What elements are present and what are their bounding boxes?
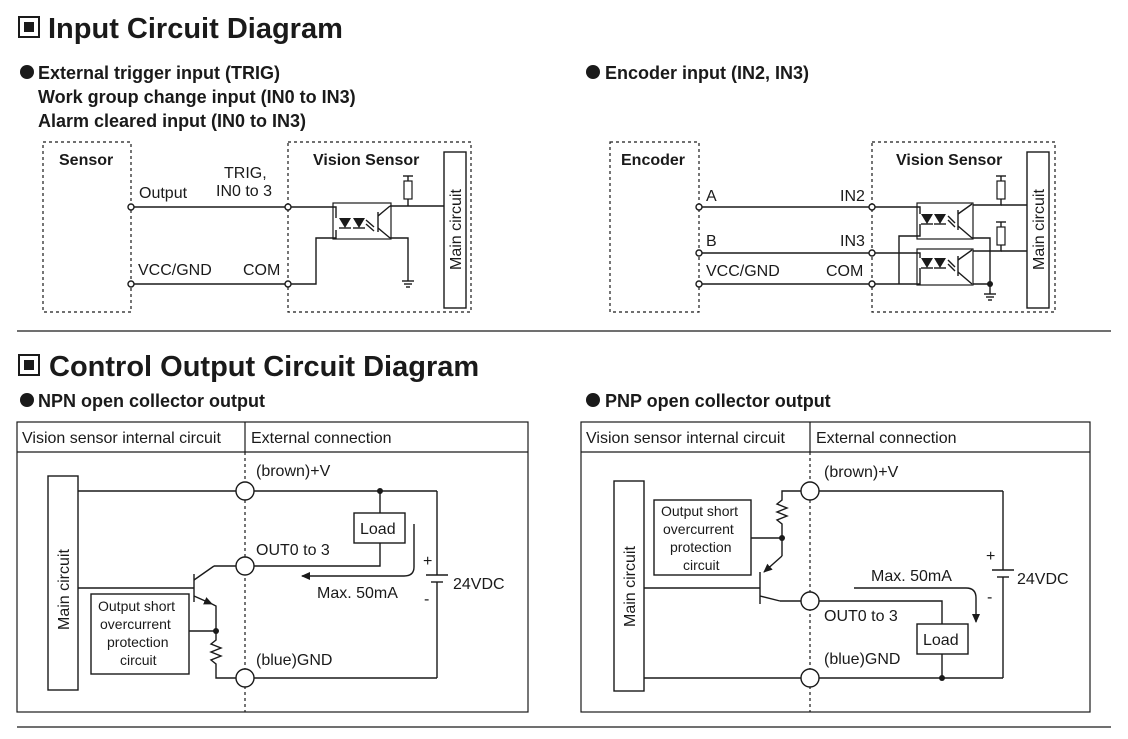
- pnp-protect-3: protection: [670, 539, 731, 555]
- pnp-blue-gnd: (blue)GND: [824, 651, 900, 668]
- pnp-main-circuit-label: Main circuit: [622, 546, 639, 627]
- bullet-encoder: Encoder input (IN2, IN3): [605, 63, 809, 83]
- vcc-gnd-label: VCC/GND: [138, 262, 212, 279]
- pnp-main-circuit-block: [613, 480, 645, 692]
- main-circuit-label-right: Main circuit: [1031, 189, 1048, 270]
- trig-label: TRIG,: [224, 165, 267, 182]
- pnp-gnd-terminal: [800, 668, 820, 688]
- npn-load-box: [353, 512, 406, 544]
- bullet-work-group: Work group change input (IN0 to IN3): [38, 87, 356, 107]
- input-left-circuit: Sensor Vision Sensor Main circuit Output…: [42, 141, 472, 313]
- pnp-max: Max. 50mA: [871, 568, 952, 585]
- trig-label-2: IN0 to 3: [216, 183, 272, 200]
- section-title-input: Input Circuit Diagram: [18, 13, 343, 45]
- pnp-frame: [580, 421, 1091, 713]
- pnp-vdc: 24VDC: [1017, 571, 1069, 588]
- npn-main-circuit-label: Main circuit: [56, 549, 73, 630]
- com-terminal: [284, 280, 292, 288]
- section-title-output: Control Output Circuit Diagram: [18, 351, 479, 383]
- pnp-protect-2: overcurrent: [663, 521, 734, 537]
- sensor-box: [42, 141, 132, 313]
- pnp-protection-box: [653, 499, 752, 576]
- npn-main-circuit-block: [47, 475, 79, 691]
- pnp-v-terminal: [800, 481, 820, 501]
- pnp-bullet: PNP open collector output: [605, 391, 831, 411]
- npn-brown-v: (brown)+V: [256, 463, 331, 480]
- vision-sensor-label: Vision Sensor: [313, 152, 419, 169]
- com-label: COM: [243, 262, 280, 279]
- in3-label: IN3: [840, 233, 865, 250]
- pnp-protect-4: circuit: [683, 557, 720, 573]
- npn-bullet: NPN open collector output: [38, 391, 265, 411]
- pnp-internal-header: Vision sensor internal circuit: [586, 430, 785, 447]
- npn-vdc: 24VDC: [453, 576, 505, 593]
- npn-out-terminal: [235, 556, 255, 576]
- output-label: Output: [139, 185, 188, 202]
- pnp-protect-1: Output short: [661, 503, 738, 519]
- main-circuit-block: [443, 151, 467, 309]
- trig-terminal: [284, 203, 292, 211]
- npn-protect-4: circuit: [120, 652, 157, 668]
- pnp-section: PNP open collector output Vision sensor …: [580, 391, 1091, 713]
- npn-blue-gnd: (blue)GND: [256, 652, 332, 669]
- vision-sensor-label-right: Vision Sensor: [896, 152, 1002, 169]
- npn-protect-3: protection: [107, 634, 168, 650]
- pnp-brown-v: (brown)+V: [824, 464, 899, 481]
- npn-max: Max. 50mA: [317, 585, 398, 602]
- npn-section: NPN open collector output Vision sensor …: [16, 391, 529, 713]
- input-section-title: Input Circuit Diagram: [48, 13, 343, 45]
- com-label-right: COM: [826, 263, 863, 280]
- input-right-circuit: Encoder Vision Sensor Main circuit A IN2…: [609, 141, 1056, 313]
- npn-external-header: External connection: [251, 430, 392, 447]
- pnp-plus: +: [986, 548, 995, 565]
- npn-minus: -: [424, 591, 429, 608]
- npn-protect-2: overcurrent: [100, 616, 171, 632]
- b-label: B: [706, 233, 717, 250]
- a-label: A: [706, 188, 717, 205]
- npn-protect-1: Output short: [98, 598, 175, 614]
- npn-load: Load: [360, 521, 396, 538]
- in2-label: IN2: [840, 188, 865, 205]
- encoder-box: [609, 141, 700, 313]
- npn-out: OUT0 to 3: [256, 542, 330, 559]
- input-right-bullets: Encoder input (IN2, IN3): [586, 63, 809, 83]
- bullet-trig: External trigger input (TRIG): [38, 63, 280, 83]
- pnp-load-box: [916, 623, 969, 655]
- npn-protection-box: [90, 593, 190, 675]
- pnp-out-terminal: [800, 591, 820, 611]
- vision-sensor-box: [287, 141, 472, 313]
- bullet-alarm: Alarm cleared input (IN0 to IN3): [38, 111, 306, 131]
- output-section-title: Control Output Circuit Diagram: [49, 351, 479, 383]
- encoder-label: Encoder: [621, 152, 685, 169]
- main-circuit-label: Main circuit: [448, 189, 465, 270]
- pnp-out: OUT0 to 3: [824, 608, 898, 625]
- photocoupler: [332, 202, 392, 240]
- npn-plus: +: [423, 553, 432, 570]
- vcc-gnd-label-right: VCC/GND: [706, 263, 780, 280]
- npn-gnd-terminal: [235, 668, 255, 688]
- sensor-label: Sensor: [59, 152, 113, 169]
- npn-internal-header: Vision sensor internal circuit: [22, 430, 221, 447]
- pnp-load: Load: [923, 632, 959, 649]
- pnp-minus: -: [987, 589, 992, 606]
- npn-v-terminal: [235, 481, 255, 501]
- pnp-external-header: External connection: [816, 430, 957, 447]
- input-left-bullets: External trigger input (TRIG) Work group…: [20, 63, 356, 131]
- main-circuit-block-right: [1026, 151, 1050, 309]
- vcc-terminal: [127, 280, 135, 288]
- vision-sensor-box-right: [871, 141, 1056, 313]
- output-terminal: [127, 203, 135, 211]
- npn-frame: [16, 421, 529, 713]
